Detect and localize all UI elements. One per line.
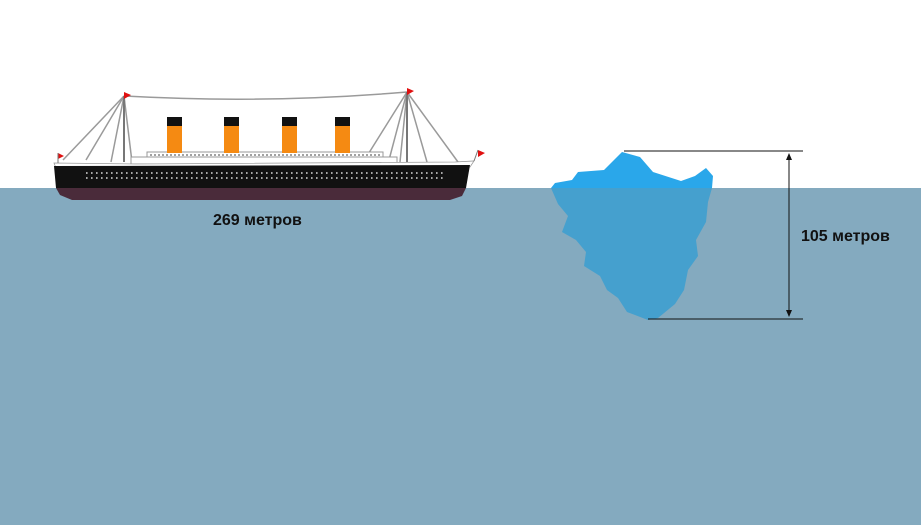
water: [0, 188, 921, 525]
iceberg-height-label: 105 метров: [801, 228, 890, 246]
ship-length-label: 269 метров: [213, 212, 302, 230]
hull-below-waterline: [56, 188, 466, 200]
hull: [54, 165, 470, 188]
